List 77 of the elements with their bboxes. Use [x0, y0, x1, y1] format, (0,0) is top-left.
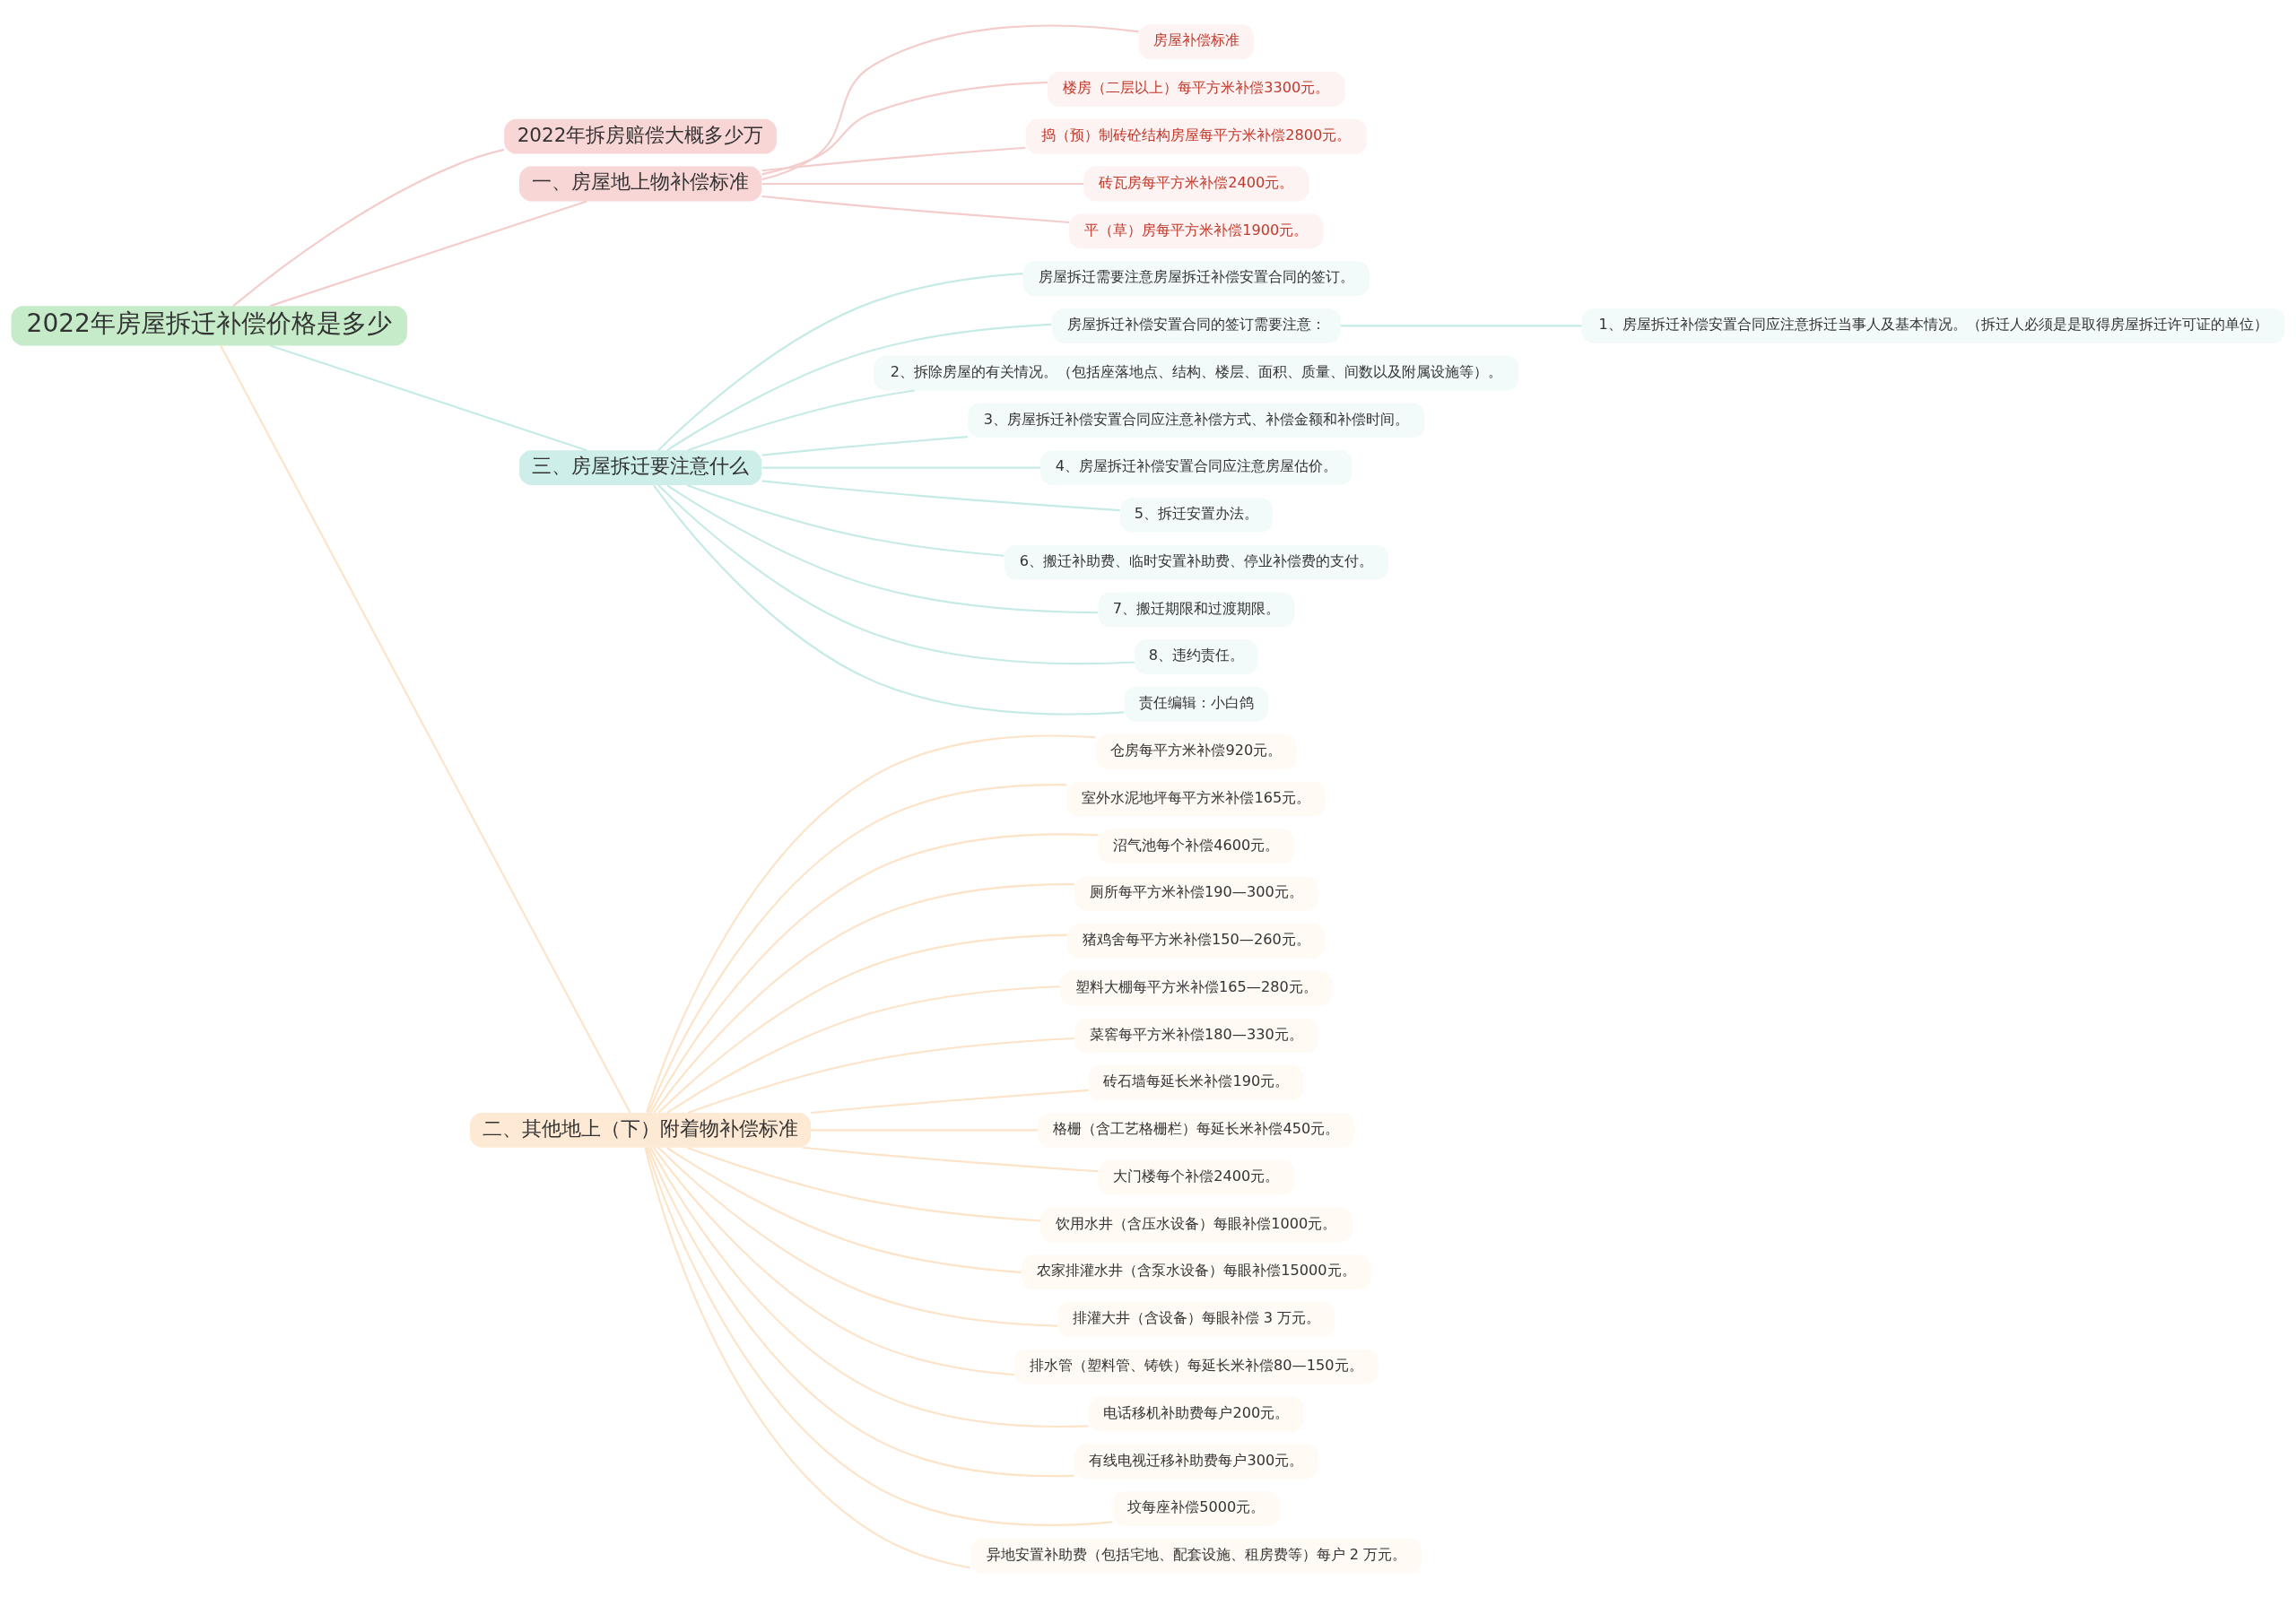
node-box: 砖石墙每延长米补偿190元。	[1088, 1064, 1304, 1100]
node-box: 大门楼每个补偿2400元。	[1098, 1159, 1295, 1195]
connector	[646, 733, 1096, 1113]
node-box: 排灌大井（含设备）每眼补偿 3 万元。	[1057, 1301, 1335, 1337]
connector	[270, 199, 587, 307]
connector	[648, 783, 1067, 1113]
connector	[644, 1147, 971, 1568]
connector	[657, 483, 1135, 664]
node-box: 猪鸡舍每平方米补偿150—260元。	[1067, 923, 1326, 959]
connector	[653, 1146, 1014, 1376]
node-box: 8、违约责任。	[1134, 638, 1258, 674]
node-box: 异地安置补助费（包括宅地、配套设施、租房费等）每户 2 万元。	[970, 1538, 1422, 1574]
connector	[761, 466, 1040, 469]
connector	[761, 146, 1026, 171]
node-box: 6、搬迁补助费、临时安置补助费、停业补偿费的支付。	[1004, 544, 1389, 580]
node-box: 电话移机补助费每户200元。	[1088, 1396, 1304, 1431]
node-box: 楼房（二层以上）每平方米补偿3300元。	[1048, 71, 1345, 107]
node-box: 坟每座补偿5000元。	[1112, 1490, 1280, 1526]
node-box: 三、房屋拆迁要注意什么	[518, 449, 762, 485]
connector	[666, 985, 1060, 1114]
connector	[649, 832, 1099, 1113]
node-box: 沼气池每个补偿4600元。	[1098, 828, 1295, 864]
connector	[687, 388, 915, 451]
connector	[687, 1146, 1040, 1221]
connector	[657, 1146, 1057, 1327]
connector	[761, 81, 1048, 175]
node-box: 砖瓦房每平方米补偿2400元。	[1083, 166, 1309, 201]
node-box: 排水管（塑料管、铸铁）每延长米补偿80—150元。	[1013, 1349, 1378, 1384]
connector	[657, 272, 1023, 451]
node-box: 农家排灌水井（含泵水设备）每眼补偿15000元。	[1021, 1254, 1371, 1289]
node-box: 平（草）房每平方米补偿1900元。	[1069, 213, 1324, 248]
connector	[761, 479, 1120, 511]
node-box: 1、房屋拆迁补偿安置合同应注意拆迁当事人及基本情况。（拆迁人必须是是取得房屋拆迁许可证的单位）	[1581, 308, 2285, 343]
node-box: 饮用水井（含压水设备）每眼补偿1000元。	[1039, 1207, 1352, 1242]
connector	[811, 1089, 1089, 1114]
node-box: 室外水泥地坪每平方米补偿165元。	[1066, 781, 1326, 816]
connector	[687, 483, 1004, 557]
node-box: 3、房屋拆迁补偿安置合同应注意补偿方式、补偿金额和补偿时间。	[968, 402, 1425, 438]
node-box: 房屋拆迁补偿安置合同的签订需要注意：	[1051, 308, 1341, 343]
connector	[802, 1146, 1099, 1172]
node-box: 一、房屋地上物补偿标准	[518, 166, 762, 201]
connector	[761, 435, 969, 456]
connector	[666, 323, 1052, 451]
node-box: 2022年房屋拆迁补偿价格是多少	[11, 305, 407, 345]
node-box: 责任编辑：小白鸽	[1124, 686, 1269, 722]
node-box: 厕所每平方米补偿190—300元。	[1074, 875, 1318, 911]
connector	[666, 1146, 1022, 1273]
node-box: 塑料大棚每平方米补偿165—280元。	[1060, 970, 1333, 1005]
connector	[811, 1128, 1039, 1131]
connector	[653, 484, 1125, 716]
node-box: 5、拆迁安置办法。	[1119, 497, 1273, 533]
node-box: 2、拆除房屋的有关情况。（包括座落地点、结构、楼层、面积、质量、间数以及附属设施等）。	[874, 355, 1519, 390]
connector	[649, 1146, 1089, 1428]
connector	[645, 1146, 1113, 1526]
node-box: 格栅（含工艺格栅栏）每延长米补偿450元。	[1038, 1112, 1355, 1148]
node-box: 房屋拆迁需要注意房屋拆迁补偿安置合同的签订。	[1022, 260, 1370, 296]
connector	[687, 1037, 1074, 1114]
connector	[232, 148, 505, 307]
node-box: 2022年拆房赔偿大概多少万	[504, 118, 777, 154]
connector	[761, 195, 1070, 223]
node-box: 房屋补偿标准	[1138, 23, 1254, 59]
node-box: 仓房每平方米补偿920元。	[1095, 733, 1297, 769]
node-box: 二、其他地上（下）附着物补偿标准	[470, 1112, 812, 1148]
connector	[761, 24, 1139, 180]
connector	[1340, 324, 1582, 326]
connector	[270, 343, 587, 451]
node-box: 菜窖每平方米补偿180—330元。	[1074, 1017, 1318, 1053]
connector	[653, 882, 1074, 1113]
connector	[648, 1147, 1074, 1477]
node-box: 7、搬迁期限和过渡期限。	[1098, 592, 1295, 627]
connector	[666, 483, 1099, 613]
node-box: 有线电视迁移补助费每户300元。	[1074, 1443, 1319, 1479]
connector	[220, 344, 631, 1113]
connector	[657, 933, 1067, 1114]
node-box: 4、房屋拆迁补偿安置合同应注意房屋估价。	[1039, 449, 1352, 485]
node-box: 捣（预）制砖砼结构房屋每平方米补偿2800元。	[1025, 118, 1367, 154]
connector	[761, 182, 1084, 185]
